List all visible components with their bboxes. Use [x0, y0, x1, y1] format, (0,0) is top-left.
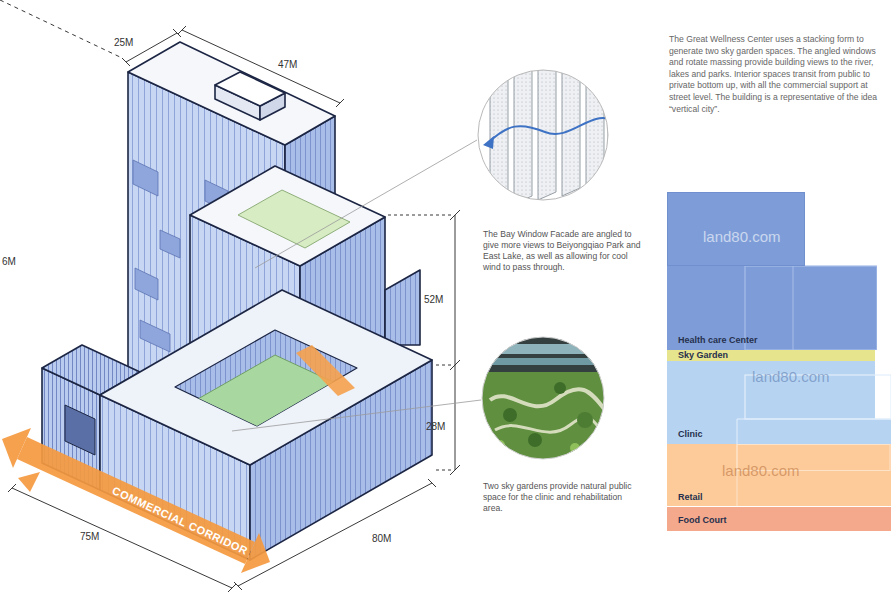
dimension-label: 75M [80, 531, 99, 543]
band-label: Clinic [678, 429, 703, 440]
dimension-label: 6M [2, 256, 16, 268]
dimension-lines [12, 488, 232, 588]
sky-garden-photo [480, 335, 610, 462]
dimension-lines [388, 215, 452, 216]
dimension-lines [126, 33, 177, 62]
facade-detail-circle [478, 44, 622, 208]
dimension-lines [122, 58, 130, 66]
band-label: Sky Garden [678, 350, 728, 361]
dimension-label: 25M [114, 37, 133, 49]
tower [215, 72, 285, 106]
dimension-lines [234, 582, 242, 590]
sky-garden-photo [503, 408, 517, 422]
callout-note: The Bay Window Facade are angled to give… [483, 229, 641, 273]
facade-detail-circle [483, 44, 622, 208]
callout-note: Two sky gardens provide natural public s… [483, 481, 635, 514]
tower-windows [135, 268, 158, 300]
dimension-lines [436, 470, 452, 471]
commercial-corridor-arrow [18, 472, 40, 492]
leader-lines [255, 140, 477, 268]
dimension-label: 80M [372, 533, 391, 545]
facade-detail-circle [538, 58, 556, 200]
dimension-lines [436, 365, 452, 366]
facade-detail-circle [488, 118, 612, 143]
sky-garden-photo [480, 372, 610, 462]
dimension-lines [428, 479, 436, 487]
middle-block [385, 270, 420, 345]
dimension-lines [450, 210, 460, 220]
facade-detail-circle [608, 44, 622, 188]
watermark: land80.com [722, 462, 800, 480]
leader-lines [232, 140, 481, 431]
sky-garden-photo [480, 335, 610, 462]
band-fill [737, 419, 891, 420]
band-label: Health care Center [678, 335, 758, 346]
tower-windows [140, 320, 170, 352]
dimension-label: 52M [424, 294, 443, 306]
band-fill [667, 507, 891, 531]
dimension-lines [8, 484, 16, 492]
band-fill [667, 361, 891, 444]
watermark: land80.com [703, 228, 781, 246]
tower [128, 42, 335, 145]
sky-garden-photo [480, 344, 610, 354]
tower-windows [160, 230, 180, 258]
band-fill [667, 350, 875, 361]
band-fill [667, 444, 891, 506]
sky-bridge [296, 345, 355, 396]
dimension-label: 47M [278, 59, 297, 71]
band-fill [737, 419, 738, 444]
sky-garden-photo [577, 412, 593, 428]
sky-garden-photo [490, 389, 605, 410]
description-text: The Great Wellness Center uses a stackin… [669, 34, 883, 115]
commercial-corridor-arrow [2, 428, 31, 468]
band-label: Retail [678, 492, 703, 503]
band-fill [745, 266, 877, 350]
band-fill [667, 192, 877, 350]
commercial-corridor-arrow [17, 437, 255, 564]
band-fill [793, 266, 794, 350]
dimension-lines [178, 26, 186, 34]
middle-block [238, 190, 350, 248]
band-label: Food Court [678, 515, 727, 526]
program-band: Food Court [667, 507, 891, 531]
sky-garden-photo [528, 433, 542, 447]
dimension-lines [182, 30, 340, 103]
sky-garden-photo [482, 337, 604, 459]
tower-windows [133, 160, 158, 196]
program-band: Health care Center [667, 192, 877, 350]
dimension-label: 28M [426, 421, 445, 433]
middle-block [190, 166, 385, 266]
commercial-corridor-arrow [2, 428, 270, 573]
sky-bridge [296, 345, 355, 396]
dimension-lines [336, 99, 344, 107]
band-shape [667, 192, 877, 350]
dimension-lines [0, 0, 460, 592]
left-wing [65, 405, 95, 455]
dimension-lines [228, 584, 236, 592]
dimension-lines [450, 360, 460, 370]
watermark: land80.com [752, 368, 830, 386]
dimension-lines [238, 483, 432, 586]
dimension-lines [0, 0, 120, 57]
dimension-lines [455, 215, 456, 470]
facade-detail-circle [478, 70, 608, 200]
podium [100, 290, 432, 465]
dimension-lines [450, 465, 460, 475]
dimension-lines [173, 29, 181, 37]
sky-garden-photo [554, 382, 566, 394]
facade-detail-circle [514, 64, 532, 204]
program-band: Sky Garden [667, 350, 875, 361]
facade-detail-circle [483, 136, 494, 149]
band-fill [668, 193, 805, 266]
